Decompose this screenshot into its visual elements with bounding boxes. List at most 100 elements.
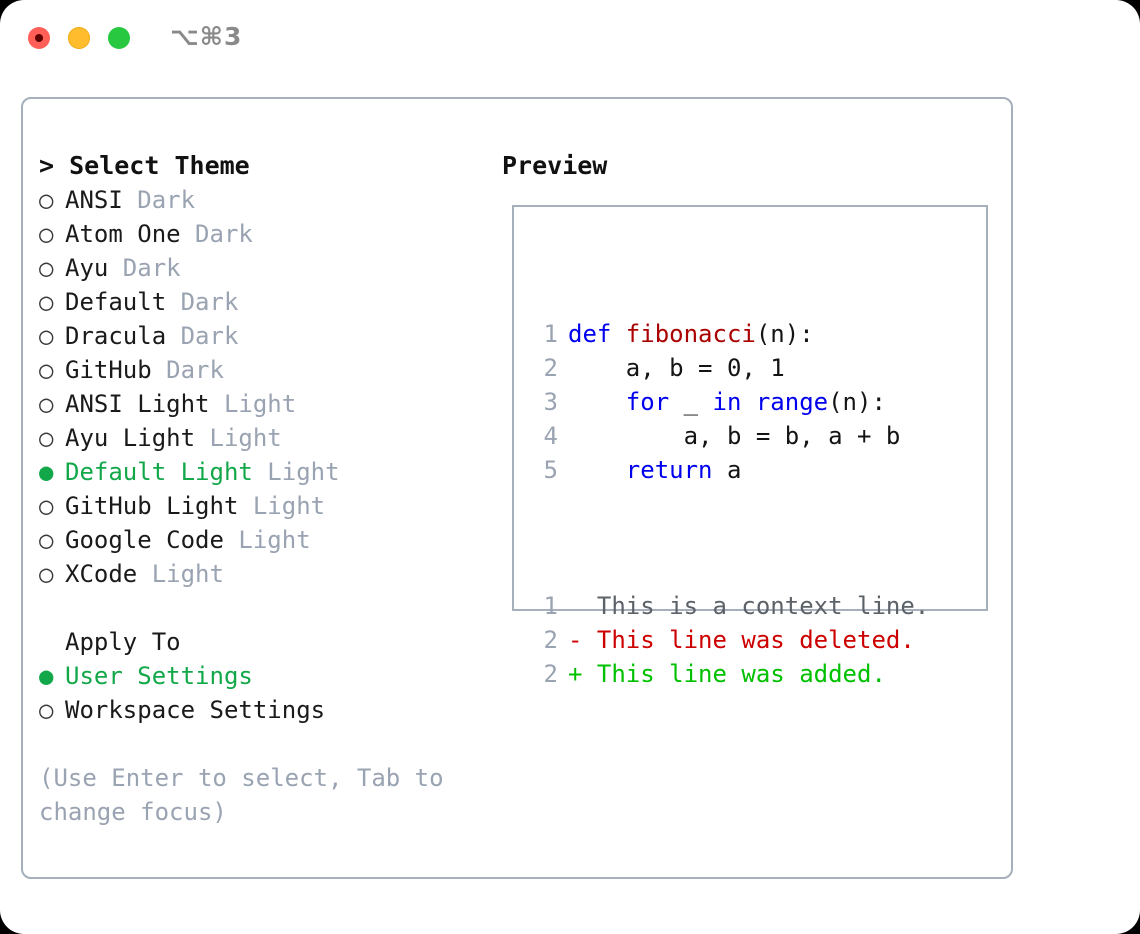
theme-list-item[interactable]: ○Default Dark	[39, 285, 499, 319]
code-token-plain: (n):	[828, 388, 886, 416]
theme-name: Ayu	[65, 254, 109, 282]
theme-list-item[interactable]: ○ Atom One Dark	[39, 217, 499, 251]
radio-unselected-icon: ○	[39, 390, 54, 418]
code-line: 4 a, b = b, a + b	[528, 419, 929, 453]
code-token-function: fibonacci	[625, 320, 756, 348]
radio-unselected-icon: ○	[39, 186, 54, 214]
code-token-keyword: in	[712, 388, 756, 416]
theme-variant: Light	[252, 458, 340, 486]
theme-name: Atom One	[65, 220, 181, 248]
theme-variant: Dark	[122, 186, 196, 214]
radio-selected-icon: ●	[39, 458, 54, 486]
theme-variant: Light	[137, 560, 224, 588]
code-token-keyword: return	[625, 456, 727, 484]
maximize-button[interactable]	[108, 27, 130, 49]
line-number: 2	[543, 660, 558, 688]
theme-variant: Dark	[108, 254, 181, 282]
diff-text: This line was deleted.	[582, 626, 915, 654]
radio-unselected-icon: ○	[39, 356, 54, 384]
theme-selector-column: > Select Theme ○ANSI Dark○Atom One Dark○…	[39, 149, 499, 829]
radio-unselected-icon: ○	[39, 560, 54, 588]
theme-list-item[interactable]: ● Default Light Light	[39, 455, 499, 489]
diff-lines: 1 This is a context line.2- This line wa…	[528, 589, 930, 691]
line-number: 4	[543, 422, 558, 450]
diff-text: This line was added.	[582, 660, 886, 688]
theme-name: Default Light	[65, 458, 253, 486]
theme-list-item[interactable]: ○ Ayu Dark	[39, 251, 499, 285]
line-number: 3	[543, 388, 558, 416]
theme-list[interactable]: ○ANSI Dark○Atom One Dark○Ayu Dark○Defaul…	[39, 183, 499, 591]
keyboard-shortcut-label: ⌥⌘3	[170, 22, 243, 51]
theme-name: Ayu Light	[65, 424, 196, 452]
code-line: 2 a, b = 0, 1	[528, 351, 929, 385]
theme-list-item[interactable]: ○ Google Code Light	[39, 523, 499, 557]
code-token-plain: a, b = b, a + b	[568, 422, 901, 450]
line-number: 2	[543, 626, 558, 654]
apply-to-option[interactable]: ●User Settings	[39, 659, 499, 693]
theme-variant: Dark	[151, 356, 224, 384]
radio-unselected-icon: ○	[39, 696, 54, 724]
window-controls	[28, 27, 130, 49]
radio-unselected-icon: ○	[39, 492, 54, 520]
theme-name: ANSI	[65, 186, 123, 214]
code-token-plain: a	[726, 456, 742, 484]
line-number: 1	[543, 320, 558, 348]
theme-list-item[interactable]: ○ Ayu Light Light	[39, 421, 499, 455]
theme-list-item[interactable]: ○ XCode Light	[39, 557, 499, 591]
theme-variant: Dark	[166, 322, 239, 350]
theme-variant: Light	[238, 492, 326, 520]
code-token-plain: (n):	[755, 320, 814, 348]
theme-list-item[interactable]: ○ Dracula Dark	[39, 319, 499, 353]
diff-line: 2 + This line was added.	[528, 657, 929, 691]
apply-to-header: Apply To	[65, 628, 181, 656]
theme-variant: Light	[209, 390, 297, 418]
theme-list-item[interactable]: ○ GitHub Light Light	[39, 489, 499, 523]
select-theme-header: > Select Theme	[39, 151, 250, 180]
diff-text: This is a context line.	[582, 592, 930, 620]
content-panel: > Select Theme ○ANSI Dark○Atom One Dark○…	[21, 97, 1013, 879]
code-line: 1 def fibonacci(n):	[528, 317, 929, 351]
keyboard-hint-text: (Use Enter to select, Tab to change focu…	[39, 764, 459, 826]
theme-name: GitHub	[65, 356, 152, 384]
theme-variant: Dark	[180, 220, 253, 248]
theme-name: Google Code	[65, 526, 224, 554]
diff-marker: +	[568, 660, 583, 688]
theme-variant: Light	[195, 424, 282, 452]
radio-unselected-icon: ○	[39, 322, 54, 350]
code-token-keyword: for	[625, 388, 684, 416]
theme-variant: Dark	[166, 288, 239, 316]
theme-name: ANSI Light	[65, 390, 210, 418]
theme-list-item[interactable]: ○ ANSI Dark	[39, 183, 499, 217]
line-number: 1	[543, 592, 558, 620]
close-button[interactable]	[28, 27, 50, 49]
line-number: 5	[543, 456, 558, 484]
radio-unselected-icon: ○	[39, 424, 54, 452]
code-token-keyword: range	[755, 388, 829, 416]
radio-unselected-icon: ○	[39, 254, 54, 282]
code-token-keyword: def	[568, 320, 626, 348]
code-token-plain: a, b = 0, 1	[568, 354, 785, 382]
apply-to-label: User Settings	[65, 662, 253, 690]
code-token-plain	[568, 388, 626, 416]
apply-to-list[interactable]: ●User Settings ○ Workspace Settings	[39, 659, 499, 727]
apply-to-label: Workspace Settings	[65, 696, 326, 724]
diff-line: 1 This is a context line.	[528, 589, 930, 623]
title-bar: ⌥⌘3	[0, 0, 1140, 78]
theme-name: Default	[65, 288, 167, 316]
radio-unselected-icon: ○	[39, 526, 54, 554]
minimize-button[interactable]	[68, 27, 90, 49]
radio-unselected-icon: ○	[39, 220, 54, 248]
theme-name: GitHub Light	[65, 492, 239, 520]
theme-name: XCode	[65, 560, 138, 588]
theme-list-item[interactable]: ○ GitHub Dark	[39, 353, 499, 387]
theme-list-item[interactable]: ○ ANSI Light Light	[39, 387, 499, 421]
preview-header: Preview	[502, 151, 608, 180]
apply-to-option[interactable]: ○ Workspace Settings	[39, 693, 499, 727]
line-number: 2	[543, 354, 558, 382]
theme-name: Dracula	[65, 322, 167, 350]
code-token-plain: _	[683, 388, 713, 416]
theme-variant: Light	[223, 526, 311, 554]
